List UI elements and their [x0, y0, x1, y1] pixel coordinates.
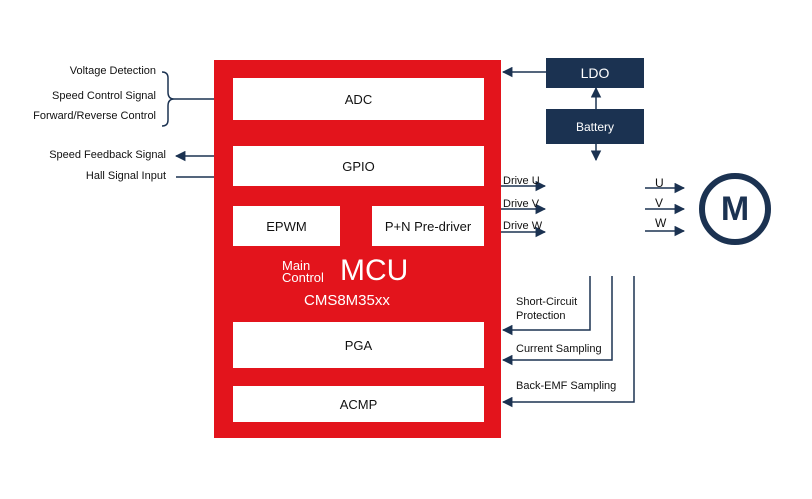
short-circuit-label-2: Protection: [516, 310, 566, 322]
phase-u-label: U: [655, 176, 664, 190]
phase-v-label: V: [655, 196, 664, 210]
speed-feedback-signal-label: Speed Feedback Signal: [49, 149, 166, 161]
forward-reverse-control-label: Forward/Reverse Control: [33, 110, 156, 122]
adc-signal-brace: [161, 71, 175, 127]
back-emf-line: [501, 276, 635, 408]
drive-v-label: Drive V: [503, 198, 540, 210]
short-circuit-label-1: Short-Circuit: [516, 296, 578, 308]
predriver-block: P+N Pre-driver: [372, 206, 484, 246]
speed-control-signal-label: Speed Control Signal: [52, 90, 156, 102]
acmp-block: ACMP: [233, 386, 484, 422]
main-control-label-2: Control: [282, 270, 324, 285]
epwm-block: EPWM: [233, 206, 340, 246]
mcu-title: MCU: [340, 254, 409, 287]
current-sampling-line: [501, 276, 613, 366]
back-emf-sampling-label: Back-EMF Sampling: [516, 380, 617, 392]
short-circuit-line: [501, 276, 591, 336]
battery-block: Battery: [546, 109, 644, 144]
inverter-switch-schematic: [555, 175, 635, 245]
drive-u-label: Drive U: [503, 175, 540, 187]
hall-signal-input-label: Hall Signal Input: [85, 170, 166, 182]
inverter-bridge-label: Inverter Bridge: [558, 255, 632, 267]
voltage-detection-label: Voltage Detection: [69, 65, 156, 77]
main-control-label-1: Main: [282, 258, 311, 273]
pga-block: PGA: [233, 322, 484, 368]
drive-w-label: Drive W: [503, 220, 543, 232]
gpio-block: GPIO: [233, 146, 484, 186]
adc-block: ADC: [233, 78, 484, 120]
mcu-block: [214, 60, 501, 438]
current-sampling-label: Current Sampling: [516, 343, 602, 355]
mcu-part-number: CMS8M35xx: [304, 292, 390, 309]
motor-symbol: M: [720, 190, 750, 228]
motor-circle: [699, 173, 771, 245]
ldo-block: LDO: [546, 58, 644, 88]
phase-w-label: W: [655, 216, 667, 230]
